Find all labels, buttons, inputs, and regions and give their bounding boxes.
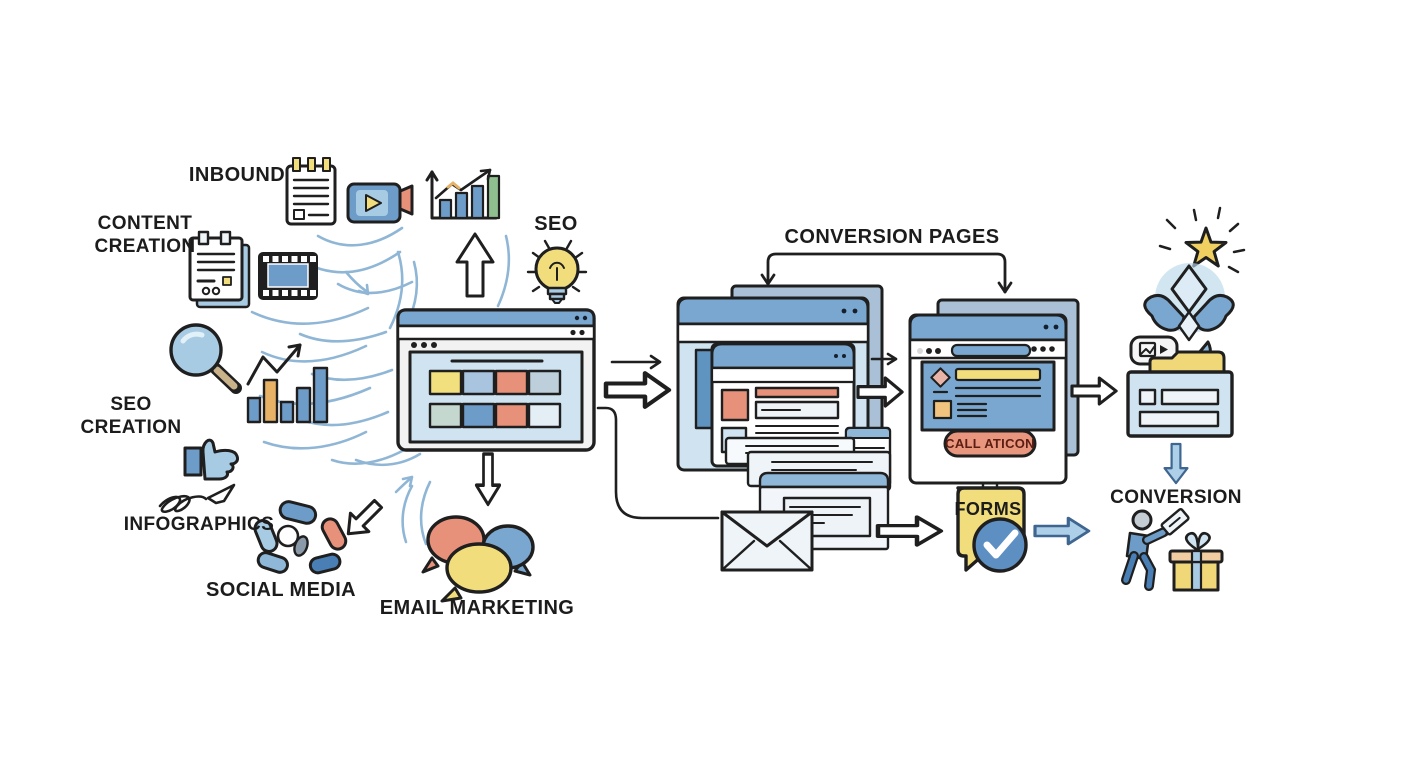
conversion-pages-bracket bbox=[760, 252, 1013, 294]
flow-arrow-card-to-conversion bbox=[1163, 442, 1189, 485]
check-icon bbox=[972, 517, 1028, 573]
flow-arrow-forms-to-person bbox=[1033, 516, 1091, 546]
lead-card-icon bbox=[1126, 370, 1234, 438]
label-seo-creation-2: CREATION bbox=[80, 417, 181, 438]
up-arrow-icon bbox=[455, 232, 495, 298]
person-gift-icon bbox=[1121, 508, 1224, 592]
bar-chart-icon bbox=[246, 343, 329, 424]
label-content-creation-1: CONTENT bbox=[98, 213, 193, 234]
lightbulb-icon bbox=[526, 239, 588, 304]
social-network-icon bbox=[253, 500, 348, 575]
notepad-icon bbox=[285, 157, 337, 226]
speech-bubbles-icon bbox=[421, 515, 535, 603]
label-conversion-pages: CONVERSION PAGES bbox=[785, 226, 1000, 248]
down-left-arrow-icon bbox=[337, 493, 389, 545]
website-tiles bbox=[428, 369, 562, 429]
down-arrow-icon bbox=[474, 452, 502, 507]
growth-chart-icon bbox=[425, 168, 501, 220]
label-inbound: INBOUND bbox=[189, 164, 285, 186]
browser-window-icon bbox=[396, 308, 596, 452]
label-infographics: INFOGRAPHICS bbox=[124, 514, 274, 535]
flow-arrow-icon bbox=[344, 270, 370, 296]
video-camera-icon bbox=[346, 182, 414, 224]
label-seo-creation-1: SEO bbox=[110, 394, 151, 415]
flow-arrow-up-icon bbox=[394, 475, 414, 494]
label-seo: SEO bbox=[534, 213, 577, 235]
forms-badge-icon: FORMS bbox=[955, 486, 1028, 573]
gift-box-icon bbox=[1168, 532, 1224, 592]
envelope-icon bbox=[720, 510, 814, 572]
flow-arrows-pages-to-cta bbox=[856, 352, 904, 408]
stacked-pages-icon bbox=[676, 284, 892, 572]
call-to-action-button: CALL ATICON bbox=[943, 429, 1037, 458]
reward-cluster bbox=[1126, 206, 1246, 438]
trophy-hands-icon bbox=[1143, 263, 1235, 369]
cta-window-icon: CALL ATICON bbox=[908, 298, 1080, 492]
gift-tag bbox=[1160, 508, 1190, 536]
forms-label: FORMS bbox=[955, 499, 1022, 519]
label-content-creation-2: CREATION bbox=[94, 236, 195, 257]
folder-icon bbox=[1148, 350, 1226, 376]
star-icon bbox=[1158, 206, 1246, 274]
magnifier-icon bbox=[169, 323, 242, 394]
thumbs-up-icon bbox=[183, 438, 239, 481]
signature-icon bbox=[158, 483, 236, 513]
connector-website-envelope bbox=[596, 406, 720, 520]
label-conversion: CONVERSION bbox=[1110, 487, 1242, 508]
call-to-action-label: CALL ATICON bbox=[945, 436, 1035, 451]
flow-arrows-website-to-pages bbox=[606, 354, 669, 407]
film-frame-icon bbox=[258, 252, 318, 300]
label-social-media: SOCIAL MEDIA bbox=[206, 579, 356, 601]
label-email-marketing: EMAIL MARKETING bbox=[380, 597, 575, 619]
document-icon bbox=[188, 230, 251, 309]
